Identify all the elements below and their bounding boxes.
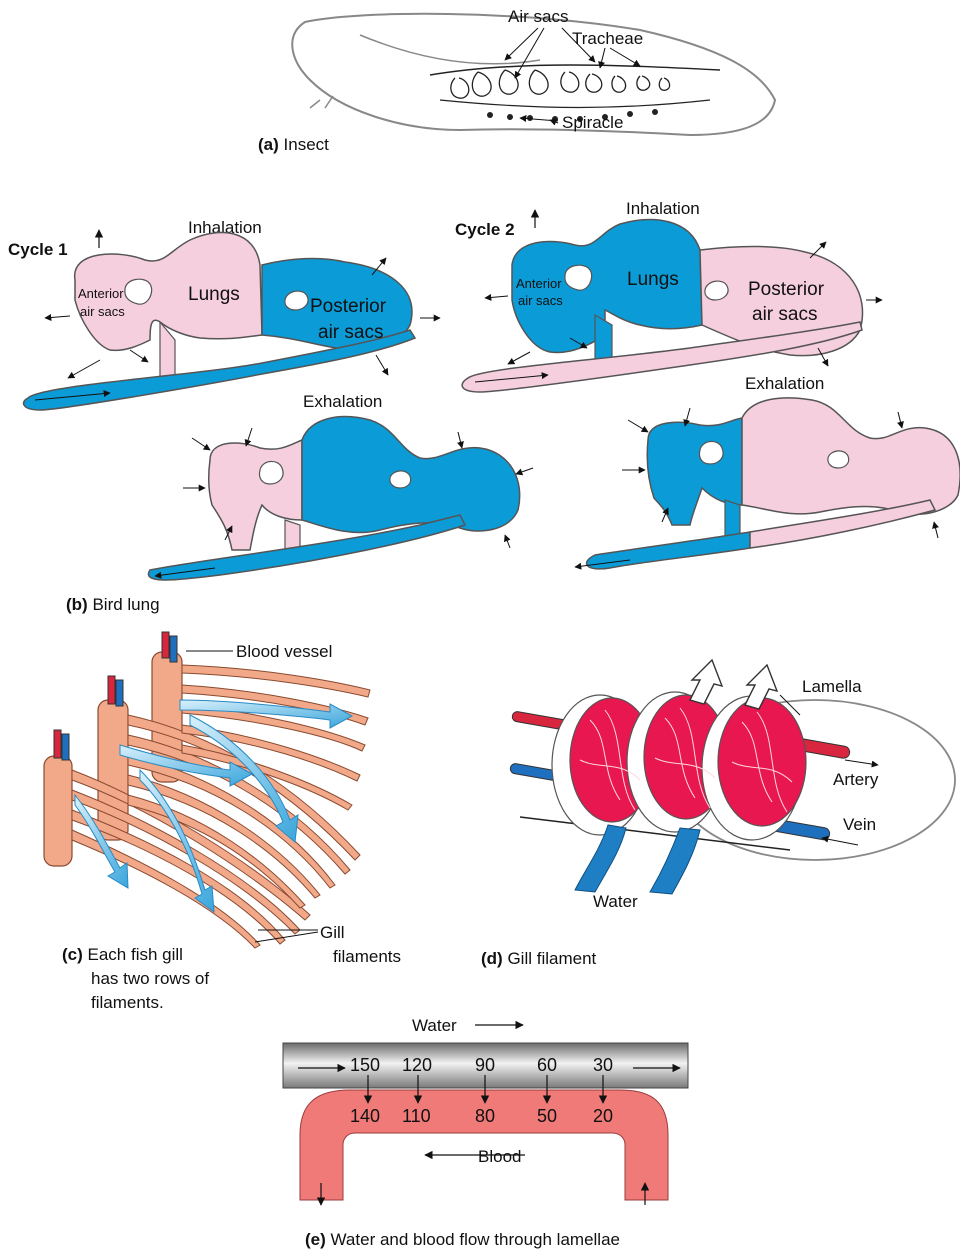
panel-a-insect: Air sacs Tracheae Spiracle (a) Insect xyxy=(258,7,775,154)
water-value: 90 xyxy=(475,1055,495,1075)
panel-c-caption-line1: (c) Each fish gill xyxy=(62,945,183,964)
blood-value: 110 xyxy=(402,1106,431,1126)
tracheae-main-tube xyxy=(430,65,720,75)
panel-e-caption: (e) Water and blood flow through lamella… xyxy=(305,1230,620,1249)
lamellae xyxy=(552,692,806,840)
insect-wing-outline xyxy=(360,35,540,64)
cycle2-anterior-label-2: air sacs xyxy=(518,293,563,308)
cycle2-posterior-label-2: air sacs xyxy=(752,304,817,325)
cycle1-anterior-label-2: air sacs xyxy=(80,304,125,319)
panel-d-gill-filament: Lamella Artery Vein Water (d) Gill filam… xyxy=(481,660,955,968)
blood-label-e: Blood xyxy=(478,1147,521,1166)
cycle2-label: Cycle 2 xyxy=(455,220,515,239)
cycle2-posterior-label-1: Posterior xyxy=(748,279,825,300)
gill-label-2: filaments xyxy=(333,947,401,966)
water-value: 60 xyxy=(537,1055,557,1075)
panel-c-caption-line3: filaments. xyxy=(91,993,164,1012)
cycle1-lungs-label: Lungs xyxy=(188,284,240,305)
cycle2-exhalation-label: Exhalation xyxy=(745,374,824,393)
artery-label: Artery xyxy=(833,770,879,789)
cycle1-label: Cycle 1 xyxy=(8,240,68,259)
vein-label: Vein xyxy=(843,815,876,834)
water-label-d: Water xyxy=(593,892,638,911)
panel-c-caption-line2: has two rows of xyxy=(91,969,209,988)
insect-tracheae-label: Tracheae xyxy=(572,29,643,48)
lamella-label: Lamella xyxy=(802,677,862,696)
blood-value: 50 xyxy=(537,1106,557,1126)
cycle1-exhalation-lung xyxy=(148,417,519,580)
air-sac-loops xyxy=(451,70,670,98)
insect-air-sacs-label: Air sacs xyxy=(508,7,568,26)
water-value: 120 xyxy=(402,1055,432,1075)
cycle1-posterior-label-2: air sacs xyxy=(318,322,383,343)
water-label-e: Water xyxy=(412,1016,457,1035)
blood-value: 80 xyxy=(475,1106,495,1126)
tracheae-lower-tube xyxy=(440,100,710,108)
blood-value: 20 xyxy=(593,1106,613,1126)
cycle1-posterior-label-1: Posterior xyxy=(310,296,387,317)
water-value: 30 xyxy=(593,1055,613,1075)
cycle1-exhalation-label: Exhalation xyxy=(303,392,382,411)
cycle1-anterior-label-1: Anterior xyxy=(78,286,124,301)
panel-b-caption: (b) Bird lung xyxy=(66,595,160,614)
cycle2-inhalation-label: Inhalation xyxy=(626,199,700,218)
water-channels xyxy=(575,825,700,894)
panel-c-fish-gill: Blood vessel Gill filaments (c) Each fis… xyxy=(44,632,401,1012)
insect-spiracle-label: Spiracle xyxy=(562,113,623,132)
blood-vessel-label: Blood vessel xyxy=(236,642,332,661)
gill-label-1: Gill xyxy=(320,923,345,942)
insect-legs xyxy=(310,96,333,108)
water-value: 150 xyxy=(350,1055,380,1075)
cycle2-anterior-label-1: Anterior xyxy=(516,276,562,291)
cycle2-lungs-label: Lungs xyxy=(627,269,679,290)
panel-d-caption: (d) Gill filament xyxy=(481,949,597,968)
panel-b-bird-lung: Cycle 1 Inhalation Anterior air sacs Lun… xyxy=(8,199,960,614)
blood-value: 140 xyxy=(350,1106,380,1126)
cycle2-exhalation-lung xyxy=(575,398,960,569)
panel-e-countercurrent: Water Blood 150 120 90 60 30 140 110 80 … xyxy=(283,1016,688,1249)
panel-a-caption: (a) Insect xyxy=(258,135,329,154)
